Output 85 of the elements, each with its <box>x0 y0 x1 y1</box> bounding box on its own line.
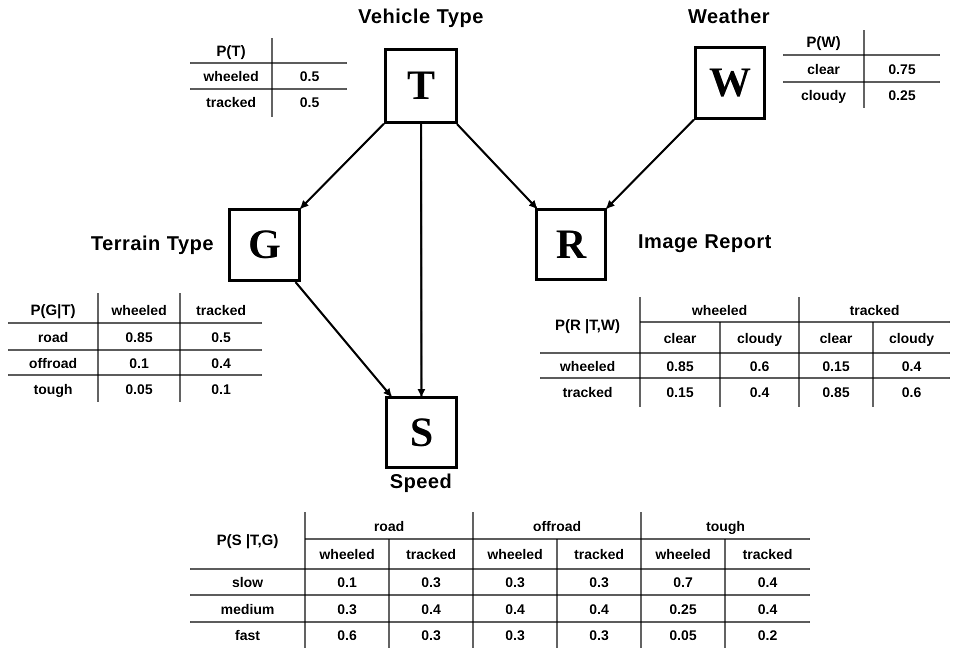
probability-value: 0.5 <box>300 94 320 110</box>
table-title: P(W) <box>806 34 841 51</box>
probability-value: 0.4 <box>589 600 609 616</box>
row-label: fast <box>235 627 260 643</box>
probability-value: 0.6 <box>750 358 770 374</box>
probability-value: 0.75 <box>888 60 916 76</box>
table-title: P(S |T,G) <box>216 532 278 549</box>
variable-name: Image Report <box>638 231 772 254</box>
probability-value: 0.4 <box>902 358 922 374</box>
row-label: wheeled <box>560 358 616 374</box>
probability-value: 0.4 <box>421 600 441 616</box>
row-label: clear <box>807 60 840 76</box>
table-title: P(T) <box>216 43 246 60</box>
row-label: offroad <box>28 354 78 370</box>
probability-value: 0.7 <box>673 574 693 590</box>
probability-value: 0.85 <box>666 358 694 374</box>
arrow <box>300 122 385 209</box>
probability-value: 0.4 <box>750 384 770 400</box>
column-header: tracked <box>574 546 624 562</box>
row-label: road <box>38 328 68 344</box>
probability-value: 0.1 <box>129 354 149 370</box>
probability-value: 0.6 <box>337 627 357 643</box>
probability-value: 0.1 <box>337 574 357 590</box>
row-label: tracked <box>562 384 612 400</box>
variable-name: Weather <box>688 6 770 29</box>
variable-box: S <box>385 396 458 469</box>
probability-value: 0.15 <box>822 358 850 374</box>
probability-value: 0.3 <box>505 627 525 643</box>
probability-value: 0.3 <box>589 627 609 643</box>
row-label: wheeled <box>203 68 259 84</box>
probability-value: 0.85 <box>125 328 153 344</box>
column-header: tough <box>706 518 745 534</box>
probability-value: 0.05 <box>669 627 697 643</box>
column-header: tracked <box>742 546 792 562</box>
arrow <box>294 281 392 397</box>
probability-value: 0.85 <box>822 384 850 400</box>
probability-value: 0.4 <box>758 600 778 616</box>
column-header: tracked <box>850 302 900 318</box>
row-label: cloudy <box>800 87 846 103</box>
probability-value: 0.4 <box>505 600 525 616</box>
column-header: tracked <box>406 546 456 562</box>
probability-value: 0.5 <box>211 328 231 344</box>
probability-value: 0.2 <box>758 627 778 643</box>
probability-value: 0.15 <box>666 384 694 400</box>
variable-name: Speed <box>390 471 452 494</box>
probability-value: 0.1 <box>211 380 231 396</box>
variable-box: R <box>535 208 607 281</box>
column-header: wheeled <box>692 302 748 318</box>
row-label: tough <box>34 380 72 396</box>
variable-name: Terrain Type <box>90 233 214 256</box>
probability-value: 0.3 <box>337 600 357 616</box>
probability-value: 0.5 <box>300 68 320 84</box>
variable-box: T <box>384 48 458 124</box>
probability-value: 0.3 <box>589 574 609 590</box>
probability-value: 0.4 <box>211 354 231 370</box>
column-header: wheeled <box>319 546 375 562</box>
arrow <box>417 124 426 397</box>
row-label: tracked <box>206 94 256 110</box>
row-label: slow <box>232 574 264 590</box>
column-header: offroad <box>532 518 582 534</box>
probability-value: 0.4 <box>758 574 778 590</box>
probability-value: 0.25 <box>669 600 697 616</box>
probability-value: 0.05 <box>125 380 153 396</box>
table-title: P(G|T) <box>30 302 76 318</box>
variable-name: Vehicle Type <box>358 6 484 29</box>
column-header: wheeled <box>111 302 167 318</box>
column-header: road <box>374 518 404 534</box>
column-header: wheeled <box>487 546 543 562</box>
probability-value: 0.3 <box>421 627 441 643</box>
column-header: clear <box>664 330 696 346</box>
column-header: tracked <box>196 302 246 318</box>
arrow <box>456 123 538 209</box>
probability-value: 0.25 <box>888 87 916 103</box>
probability-value: 0.6 <box>902 384 922 400</box>
column-header: cloudy <box>736 330 782 346</box>
variable-box: G <box>228 208 301 282</box>
probability-value: 0.3 <box>421 574 441 590</box>
row-label: medium <box>220 600 274 616</box>
arrow <box>606 118 695 209</box>
column-header: cloudy <box>888 330 934 346</box>
table-title: P(R |T,W) <box>554 316 620 334</box>
probability-value: 0.3 <box>505 574 525 590</box>
column-header: clear <box>820 330 852 346</box>
variable-box: W <box>694 46 766 120</box>
column-header: wheeled <box>655 546 711 562</box>
